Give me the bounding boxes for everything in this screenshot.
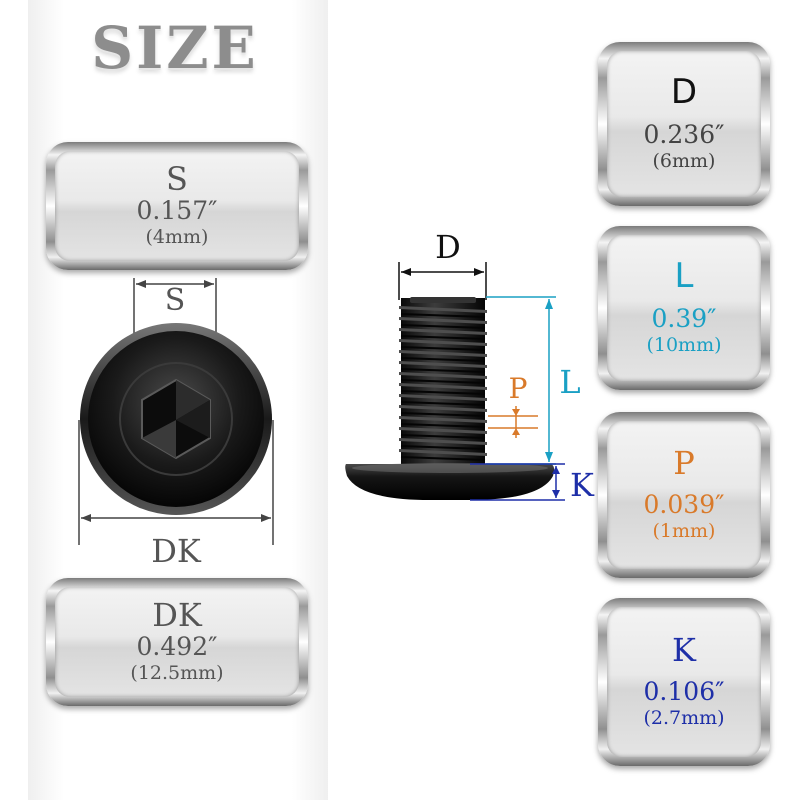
spec-d-symbol: D <box>670 71 698 112</box>
thread-groove <box>400 390 486 395</box>
l-arrow-top <box>545 299 553 309</box>
thread-groove <box>400 346 486 351</box>
thread-groove <box>400 401 486 406</box>
d-arrow-left <box>401 268 411 276</box>
thread-groove <box>400 313 486 318</box>
p-arrow-top <box>512 409 520 416</box>
dk-arrow-right <box>261 514 271 522</box>
spec-k-symbol: K <box>672 630 696 669</box>
shank-chamfer <box>410 297 476 303</box>
spec-dk-mm: (12.5mm) <box>130 662 224 685</box>
dk-arrow-left <box>81 514 91 522</box>
spec-s-inch: 0.157″ <box>136 196 218 226</box>
thread-groove <box>400 423 486 428</box>
k-arrow-bottom <box>552 490 560 498</box>
spec-p-symbol: P <box>673 443 695 482</box>
s-arrow-left <box>136 280 146 288</box>
hex-facet-1 <box>176 380 210 420</box>
thread-ridge <box>399 416 487 423</box>
size-title: SIZE <box>91 14 259 82</box>
spec-l-mm: (10mm) <box>646 334 722 357</box>
thread-groove <box>400 434 486 439</box>
screw-threads <box>399 306 487 461</box>
spec-dk-inch: 0.492″ <box>136 632 218 662</box>
k-dimension-label: K <box>570 466 595 504</box>
thread-ridge <box>399 405 487 412</box>
hex-facet-2 <box>142 420 176 458</box>
head-inner-ring <box>119 362 233 476</box>
spec-s-symbol: S <box>166 159 188 198</box>
thread-ridge <box>399 372 487 379</box>
thread-ridge <box>399 438 487 445</box>
spec-s-mm: (4mm) <box>145 226 209 249</box>
dk-dimension-label: DK <box>151 532 202 570</box>
thread-ridge <box>399 339 487 346</box>
thread-ridge <box>399 350 487 357</box>
thread-groove <box>400 445 486 450</box>
thread-ridge <box>399 317 487 324</box>
screw-side-view: D L P K <box>345 228 595 504</box>
thread-ridge <box>399 361 487 368</box>
thread-groove <box>400 456 486 461</box>
thread-groove <box>400 324 486 329</box>
s-arrow-right <box>204 280 214 288</box>
thread-groove <box>400 412 486 417</box>
thread-groove <box>400 335 486 340</box>
spec-k-inch: 0.106″ <box>643 677 725 707</box>
d-arrow-right <box>474 268 484 276</box>
p-dimension-label: P <box>509 372 528 405</box>
hex-facet-3 <box>176 400 210 438</box>
screw-head-top-view: S DK <box>78 278 274 570</box>
spec-card-d: D 0.236″ (6mm) <box>598 42 770 206</box>
spec-k-mm: (2.7mm) <box>643 707 725 730</box>
thread-groove <box>400 379 486 384</box>
spec-card-l: L 0.39″ (10mm) <box>598 226 770 390</box>
spec-l-inch: 0.39″ <box>651 304 717 334</box>
thread-ridge <box>399 306 487 313</box>
l-arrow-bottom <box>545 452 553 462</box>
spec-card-k: K 0.106″ (2.7mm) <box>598 598 770 766</box>
p-arrow-bottom <box>512 428 520 435</box>
thread-ridge <box>399 383 487 390</box>
spec-p-inch: 0.039″ <box>643 490 725 520</box>
thread-groove <box>400 368 486 373</box>
k-arrow-top <box>552 466 560 474</box>
head-highlight <box>352 463 548 473</box>
s-dimension-label: S <box>165 283 186 318</box>
thread-ridge <box>399 328 487 335</box>
thread-ridge <box>399 427 487 434</box>
spec-card-dk: DK 0.492″ (12.5mm) <box>46 578 308 706</box>
spec-d-mm: (6mm) <box>652 150 716 173</box>
spec-d-inch: 0.236″ <box>643 120 725 150</box>
spec-l-symbol: L <box>674 255 694 296</box>
spec-p-mm: (1mm) <box>652 520 716 543</box>
thread-groove <box>400 357 486 362</box>
thread-ridge <box>399 394 487 401</box>
spec-card-p: P 0.039″ (1mm) <box>598 412 770 578</box>
screw-head-side <box>345 464 555 500</box>
spec-dk-symbol: DK <box>152 595 202 634</box>
d-dimension-label: D <box>435 228 461 266</box>
l-dimension-label: L <box>559 363 580 401</box>
spec-card-s: S 0.157″ (4mm) <box>46 142 308 270</box>
thread-ridge <box>399 449 487 456</box>
